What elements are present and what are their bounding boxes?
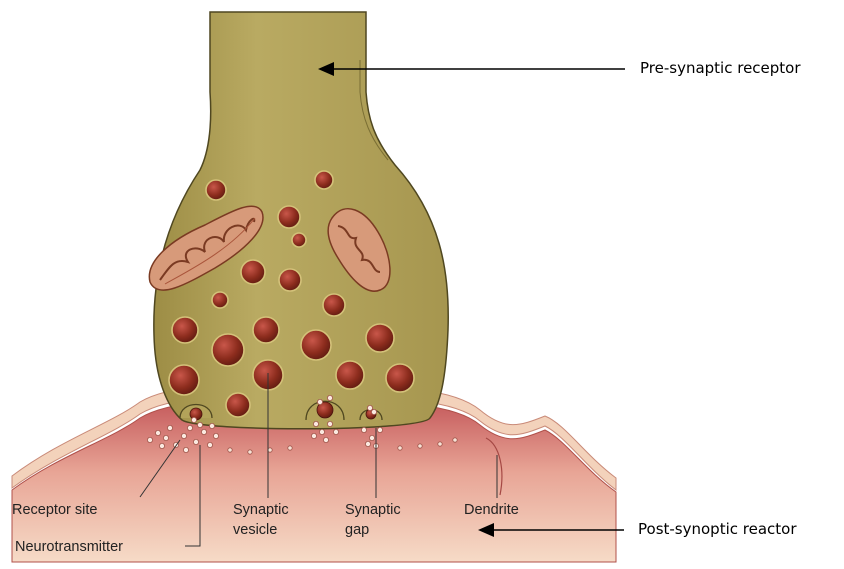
neurotransmitter-dot xyxy=(163,435,168,440)
label-neurotransmitter: Neurotransmitter xyxy=(15,539,123,555)
vesicle xyxy=(212,292,228,308)
neurotransmitter-dot xyxy=(365,441,370,446)
neurotransmitter-dot xyxy=(159,443,164,448)
neurotransmitter-dot xyxy=(155,430,160,435)
neurotransmitter-dot xyxy=(181,433,186,438)
label-receptor-site: Receptor site xyxy=(12,502,97,518)
vesicle xyxy=(366,324,394,352)
receptor-bump xyxy=(418,444,422,448)
vesicle xyxy=(212,334,244,366)
neurotransmitter-dot xyxy=(327,395,332,400)
receptor-bump xyxy=(398,446,402,450)
vesicle xyxy=(301,330,331,360)
neurotransmitter-dot xyxy=(183,447,188,452)
label-synaptic-vesicle-line1: Synaptic xyxy=(233,502,289,518)
neurotransmitter-dot xyxy=(313,421,318,426)
vesicle xyxy=(323,294,345,316)
neurotransmitter-dot xyxy=(191,417,196,422)
vesicle xyxy=(241,260,265,284)
vesicle xyxy=(386,364,414,392)
neurotransmitter-dot xyxy=(197,422,202,427)
vesicle xyxy=(226,393,250,417)
vesicle xyxy=(172,317,198,343)
neurotransmitter-dot xyxy=(361,427,366,432)
vesicle xyxy=(278,206,300,228)
pre-synaptic-callout: Pre-synaptic receptor xyxy=(640,59,801,77)
vesicle xyxy=(279,269,301,291)
vesicle xyxy=(292,233,306,247)
receptor-bump xyxy=(248,450,252,454)
label-dendrite: Dendrite xyxy=(464,502,519,518)
neurotransmitter-dot xyxy=(333,429,338,434)
neurotransmitter-dot xyxy=(213,433,218,438)
neurotransmitter-dot xyxy=(187,425,192,430)
neurotransmitter-dot xyxy=(209,423,214,428)
neurotransmitter-dot xyxy=(167,425,172,430)
neurotransmitter-dot xyxy=(201,429,206,434)
neurotransmitter-dot xyxy=(207,442,212,447)
vesicle xyxy=(253,317,279,343)
neurotransmitter-dot xyxy=(371,409,376,414)
vesicle xyxy=(169,365,199,395)
neurotransmitter-dot xyxy=(327,421,332,426)
neurotransmitter-dot xyxy=(311,433,316,438)
receptor-bump xyxy=(228,448,232,452)
neurotransmitter-dot xyxy=(193,439,198,444)
receptor-bump xyxy=(438,442,442,446)
receptor-bump xyxy=(288,446,292,450)
receptor-bump xyxy=(453,438,457,442)
neurotransmitter-dot xyxy=(323,437,328,442)
neurotransmitter-dot xyxy=(319,429,324,434)
neurotransmitter-dot xyxy=(369,435,374,440)
vesicle xyxy=(315,171,333,189)
neurotransmitter-dot xyxy=(367,405,372,410)
post-synaptic-callout: Post-synoptic reactor xyxy=(638,520,797,538)
neurotransmitter-dot xyxy=(377,427,382,432)
label-synaptic-gap-line2: gap xyxy=(345,522,369,538)
vesicle xyxy=(206,180,226,200)
label-synaptic-vesicle-line2: vesicle xyxy=(233,522,277,538)
label-synaptic-gap-line1: Synaptic xyxy=(345,502,401,518)
neurotransmitter-dot xyxy=(147,437,152,442)
neurotransmitter-dot xyxy=(317,399,322,404)
vesicle xyxy=(336,361,364,389)
